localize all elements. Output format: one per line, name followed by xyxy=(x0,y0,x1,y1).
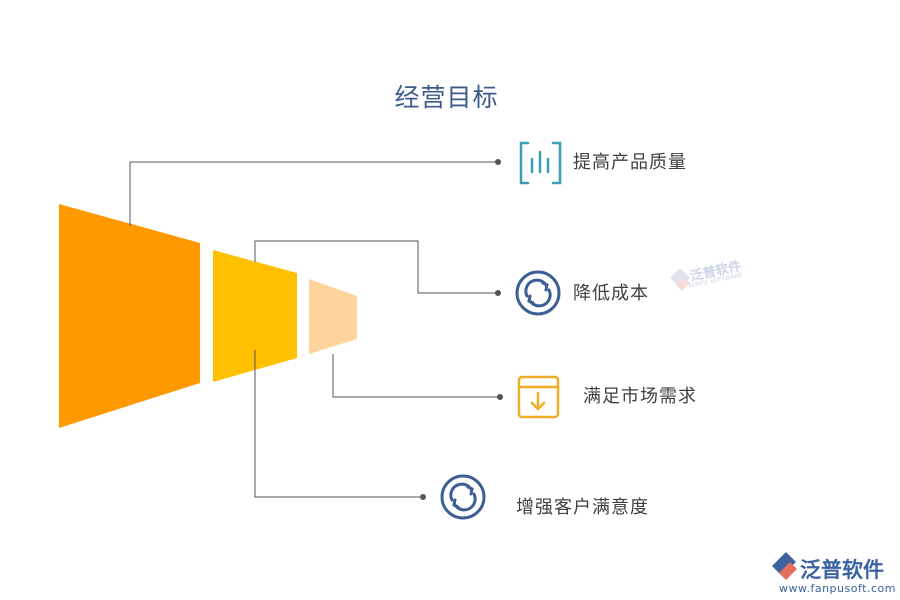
download-box-icon xyxy=(517,375,560,419)
refresh-icon xyxy=(440,474,486,520)
goal-label-1: 提高产品质量 xyxy=(573,152,687,173)
connector-dot-2 xyxy=(495,290,501,296)
connector-line-4 xyxy=(254,350,423,498)
faint-brand-logo xyxy=(670,268,690,291)
connector-dot-3 xyxy=(497,394,503,400)
bar-chart-icon xyxy=(519,141,562,185)
goal-label-3: 满足市场需求 xyxy=(583,386,697,407)
funnel-segment-3 xyxy=(309,279,357,354)
connector-dot-1 xyxy=(495,159,501,165)
connector-line-3 xyxy=(332,354,500,398)
brand-url: www.fanpusoft.com xyxy=(779,582,896,595)
connector-line-1 xyxy=(129,161,498,226)
connector-dot-4 xyxy=(420,494,426,500)
funnel-segment-1 xyxy=(59,204,200,428)
brand-logo-icon xyxy=(772,552,797,580)
brand-name: 泛普软件 xyxy=(800,558,884,582)
refresh-icon xyxy=(515,270,561,316)
goal-label-4: 增强客户满意度 xyxy=(516,497,649,518)
goal-label-2: 降低成本 xyxy=(573,283,649,304)
diagram-title: 经营目标 xyxy=(394,83,499,112)
connector-line-2 xyxy=(254,240,498,294)
funnel-segment-2 xyxy=(213,250,297,382)
